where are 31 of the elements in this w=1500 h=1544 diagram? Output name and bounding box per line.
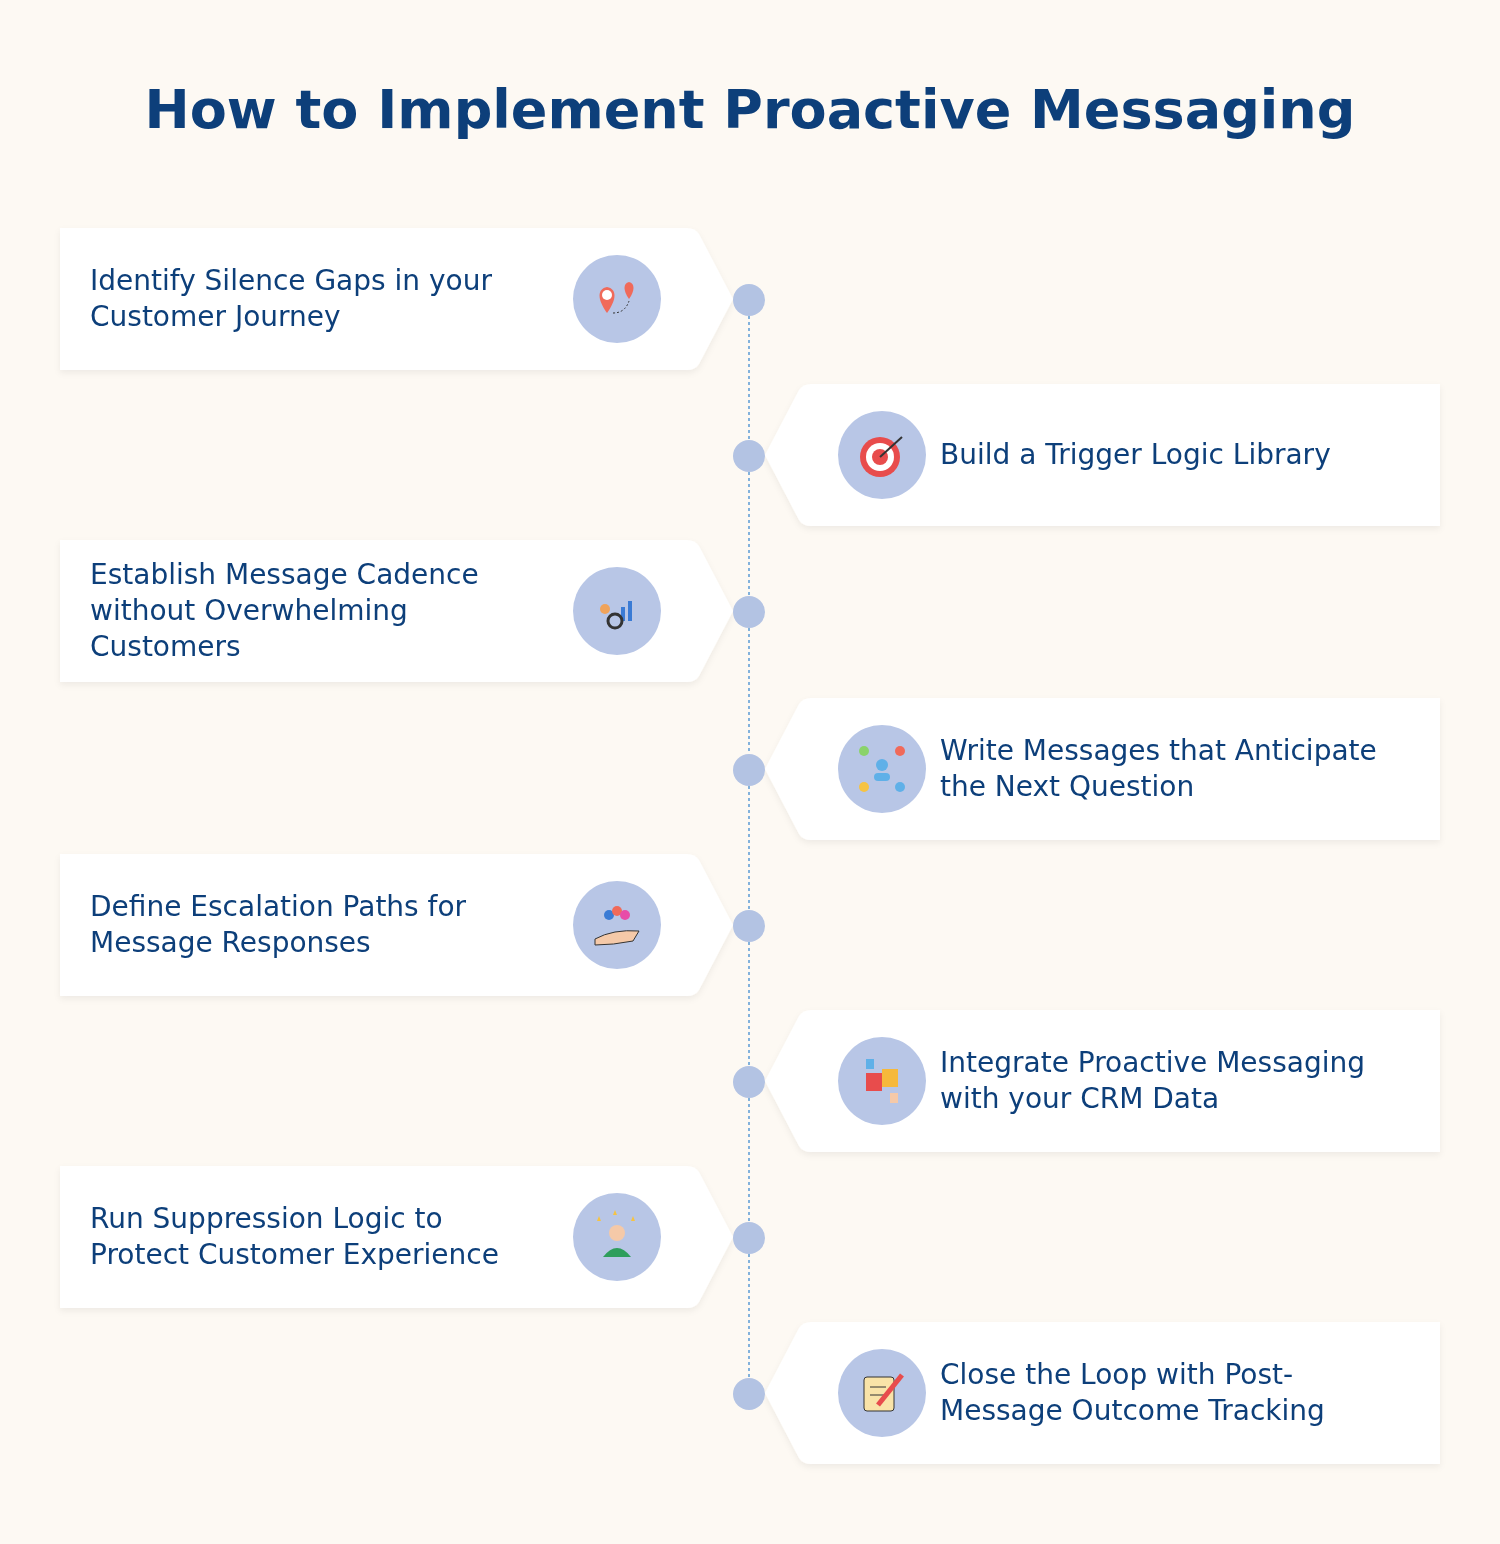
timeline-dot: [733, 1222, 765, 1254]
timeline-dot: [733, 284, 765, 316]
step-card: [765, 698, 1440, 840]
title: How to Implement Proactive Messaging: [143, 78, 1357, 141]
step-text: Define Escalation Paths for Message Responses: [90, 889, 468, 961]
timeline-dot: [733, 596, 765, 628]
step-card: [60, 540, 733, 682]
timeline-connector: [748, 1097, 750, 1223]
timeline-dot: [733, 1066, 765, 1098]
timeline-connector: [748, 471, 750, 597]
step-text: Write Messages that Anticipate the Next Question: [940, 733, 1378, 805]
step-text: Identify Silence Gaps in your Customer Journey: [90, 263, 493, 335]
step-card: [765, 1322, 1440, 1464]
step-text: Close the Loop with Post-Message Outcome Tracking: [940, 1357, 1326, 1429]
step-text: Run Suppression Logic to Protect Customer Experience: [90, 1201, 500, 1273]
step-text: Establish Message Cadence without Overwhelming Customers: [90, 557, 480, 665]
timeline-dot: [733, 754, 765, 786]
step-text: Integrate Proactive Messaging with your CRM Data: [940, 1045, 1366, 1117]
step-card: [60, 854, 733, 996]
step-card: [60, 1166, 733, 1308]
step-card: [765, 1010, 1440, 1152]
timeline-connector: [748, 1253, 750, 1379]
step-card: [765, 384, 1440, 526]
timeline-dot: [733, 1378, 765, 1410]
timeline-dot: [733, 910, 765, 942]
timeline-connector: [748, 785, 750, 911]
step-text: Build a Trigger Logic Library: [940, 437, 1332, 473]
step-card: [60, 228, 733, 370]
timeline-dot: [733, 440, 765, 472]
timeline-connector: [748, 941, 750, 1067]
timeline-connector: [748, 315, 750, 441]
